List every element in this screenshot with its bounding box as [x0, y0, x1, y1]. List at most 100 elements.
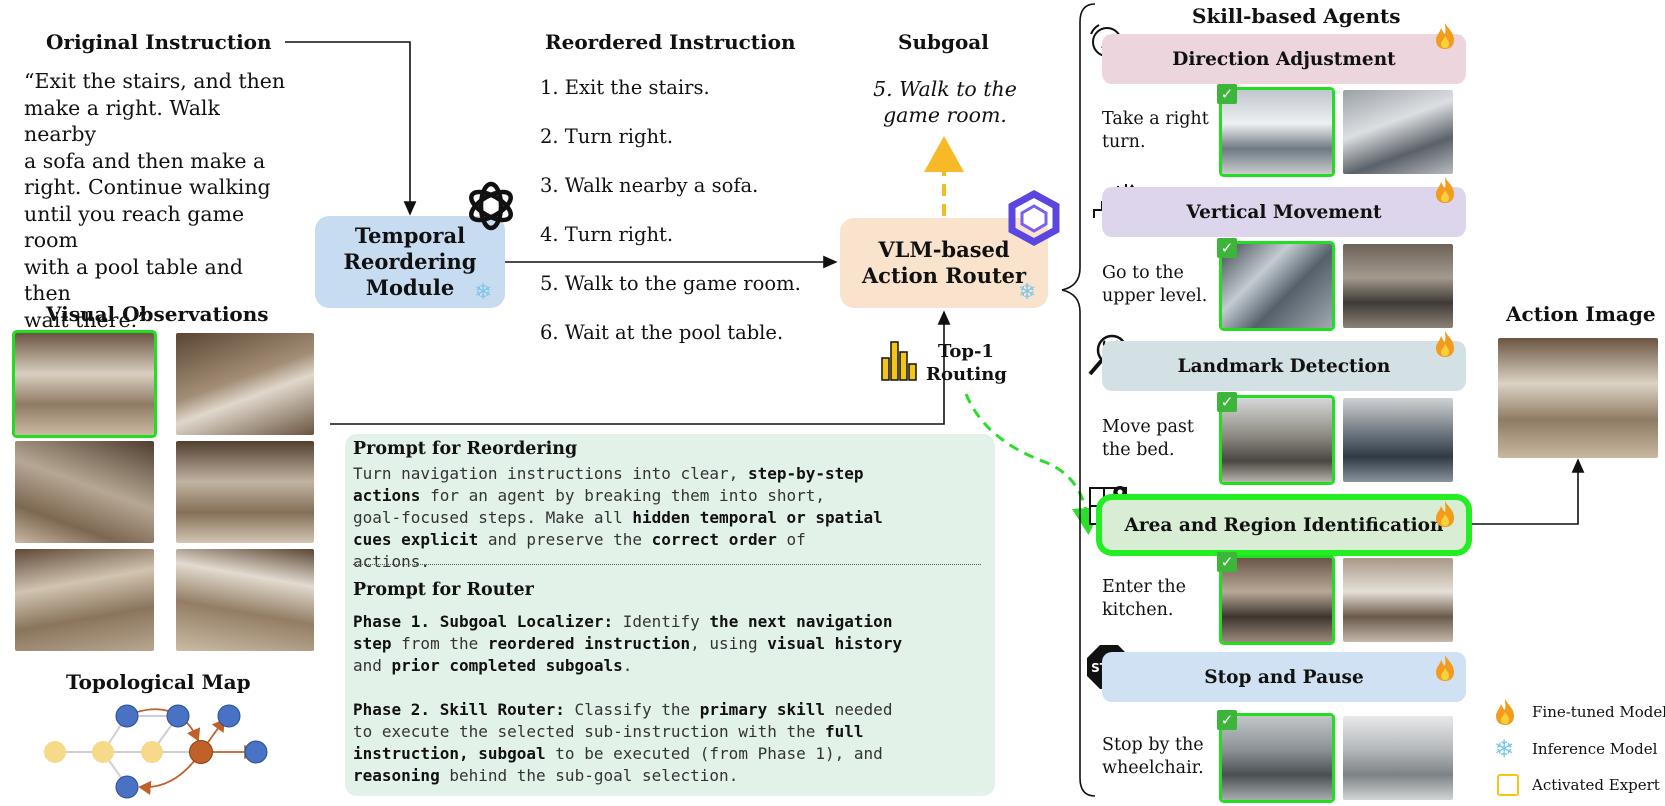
- topo-node-candidate: [115, 775, 139, 799]
- original-line: with a pool table and then: [24, 254, 244, 306]
- prompt-text: for an agent by breaking them into short…: [420, 486, 826, 505]
- reordered-step: 2. Turn right.: [540, 125, 674, 148]
- prompt-bold: actions: [353, 486, 421, 505]
- topo-node-visited: [141, 741, 163, 763]
- skill-image-selected: [1222, 398, 1332, 482]
- skill-image: [1343, 90, 1453, 174]
- topo-node-candidate: [115, 704, 139, 728]
- skill-image-selected: [1222, 90, 1332, 174]
- prompt-text: behind the sub-goal selection.: [439, 766, 739, 785]
- prompt-bold: hidden temporal or spatial: [632, 508, 883, 527]
- legend-activated: Activated Expert: [1532, 776, 1660, 794]
- check-icon: ✓: [1217, 238, 1237, 258]
- action-image-title: Action Image: [1506, 302, 1656, 326]
- prompt-bold: reordered instruction: [487, 634, 691, 653]
- arrow-original-to-temporal: [285, 41, 417, 216]
- reordered-step: 6. Wait at the pool table.: [540, 321, 784, 344]
- skill-image: [1343, 558, 1453, 642]
- prompt-text: and: [353, 656, 392, 675]
- reordered-step: 5. Walk to the game room.: [540, 272, 801, 295]
- prompt-line: actions.: [353, 552, 430, 571]
- prompt-line: Turn navigation instructions into clear,…: [353, 464, 864, 483]
- legend-activated-swatch: [1497, 774, 1519, 796]
- topo-node-candidate: [166, 704, 190, 728]
- topo-map-graph: [44, 704, 268, 799]
- prompt-text: , using: [690, 634, 768, 653]
- fire-icon: [1496, 699, 1514, 725]
- observation-image-selected: [15, 333, 154, 435]
- skill-image: [1343, 398, 1453, 482]
- prompt-line: cues explicit and preserve the correct o…: [353, 530, 806, 549]
- arrow-expert-to-action-image: [1466, 458, 1585, 525]
- prompt-panel: Prompt for Reordering Turn navigation in…: [345, 434, 995, 796]
- prompt-line: Phase 1. Subgoal Localizer: Identify the…: [353, 612, 892, 631]
- skill-image-selected: [1222, 244, 1332, 328]
- skill-agents-title: Skill-based Agents: [1192, 4, 1401, 28]
- module-line: Reordering: [343, 249, 477, 274]
- original-line: a sofa and then make a: [24, 148, 266, 173]
- router-line: VLM-based: [878, 237, 1010, 262]
- prompt-line: instruction, subgoal to be executed (fro…: [353, 744, 883, 763]
- skill-stop-and-pause: Stop and Pause: [1102, 652, 1466, 702]
- topological-map-title: Topological Map: [66, 670, 251, 694]
- skill-desc-line: turn.: [1102, 132, 1146, 152]
- skill-image: [1343, 244, 1453, 328]
- original-instruction-text: “Exit the stairs, and then make a right.…: [24, 68, 294, 333]
- prompt-router-title: Prompt for Router: [353, 580, 534, 600]
- observation-image: [176, 441, 314, 543]
- skill-image: [1343, 716, 1453, 800]
- prompt-text: actions.: [353, 552, 431, 571]
- prompt-text: needed: [825, 700, 893, 719]
- original-instruction-title: Original Instruction: [46, 30, 272, 54]
- skill-image-selected: [1222, 558, 1332, 642]
- prompt-divider: [353, 564, 981, 565]
- skill-area-region-identification: Area and Region Identification: [1102, 500, 1466, 550]
- reordered-instruction-title: Reordered Instruction: [545, 30, 796, 54]
- original-line: wait there.”: [24, 307, 148, 332]
- prompt-bold: the next navigation: [709, 612, 893, 631]
- skill-desc-line: Stop by the: [1102, 735, 1204, 755]
- prompt-line: actions for an agent by breaking them in…: [353, 486, 825, 505]
- skill-desc-line: kitchen.: [1102, 600, 1174, 620]
- fire-icon: [1436, 23, 1454, 49]
- prompt-bold: prior completed subgoals: [391, 656, 623, 675]
- snowflake-icon: ❄: [474, 280, 493, 305]
- prompt-line: and prior completed subgoals.: [353, 656, 632, 675]
- action-image: [1498, 338, 1658, 458]
- observation-image: [15, 549, 154, 651]
- prompt-text: Classify the: [564, 700, 700, 719]
- module-line: Module: [365, 275, 455, 300]
- fire-icon: [1436, 655, 1454, 681]
- prompt-line: step from the reordered instruction, usi…: [353, 634, 902, 653]
- prompt-bold: primary skill: [699, 700, 826, 719]
- check-icon: ✓: [1217, 552, 1237, 572]
- subgoal-line: 5. Walk to the: [873, 77, 1017, 101]
- prompt-bold: instruction, subgoal: [353, 744, 546, 763]
- observation-image: [176, 333, 314, 435]
- bar-chart-icon: [881, 341, 917, 381]
- openai-logo-icon: [469, 181, 513, 231]
- prompt-bold: reasoning: [353, 766, 440, 785]
- skill-desc-line: wheelchair.: [1102, 758, 1204, 778]
- observation-image: [15, 441, 154, 543]
- prompt-text: and preserve the: [478, 530, 652, 549]
- skill-direction-adjustment: Direction Adjustment: [1102, 34, 1466, 84]
- prompt-text: Turn navigation instructions into clear,: [353, 464, 748, 483]
- snowflake-icon: ❄: [1494, 735, 1515, 763]
- skill-desc-line: Move past: [1102, 417, 1194, 437]
- skill-desc-line: upper level.: [1102, 286, 1208, 306]
- prompt-text: to be executed (from Phase 1), and: [545, 744, 883, 763]
- reordered-step: 1. Exit the stairs.: [540, 76, 710, 99]
- skill-description: Stop by the wheelchair.: [1102, 734, 1222, 780]
- original-line: make a right. Walk nearby: [24, 95, 220, 147]
- reordered-step: 3. Walk nearby a sofa.: [540, 174, 759, 197]
- skill-image-selected: [1222, 716, 1332, 800]
- skill-desc-line: Take a right: [1102, 109, 1209, 129]
- check-icon: ✓: [1217, 392, 1237, 412]
- legend-fine-tuned: Fine-tuned Model: [1532, 703, 1665, 721]
- prompt-text: .: [622, 656, 633, 675]
- skill-desc-line: the bed.: [1102, 440, 1175, 460]
- subgoal-line: game room.: [883, 103, 1007, 127]
- prompt-reordering-title: Prompt for Reordering: [353, 439, 578, 459]
